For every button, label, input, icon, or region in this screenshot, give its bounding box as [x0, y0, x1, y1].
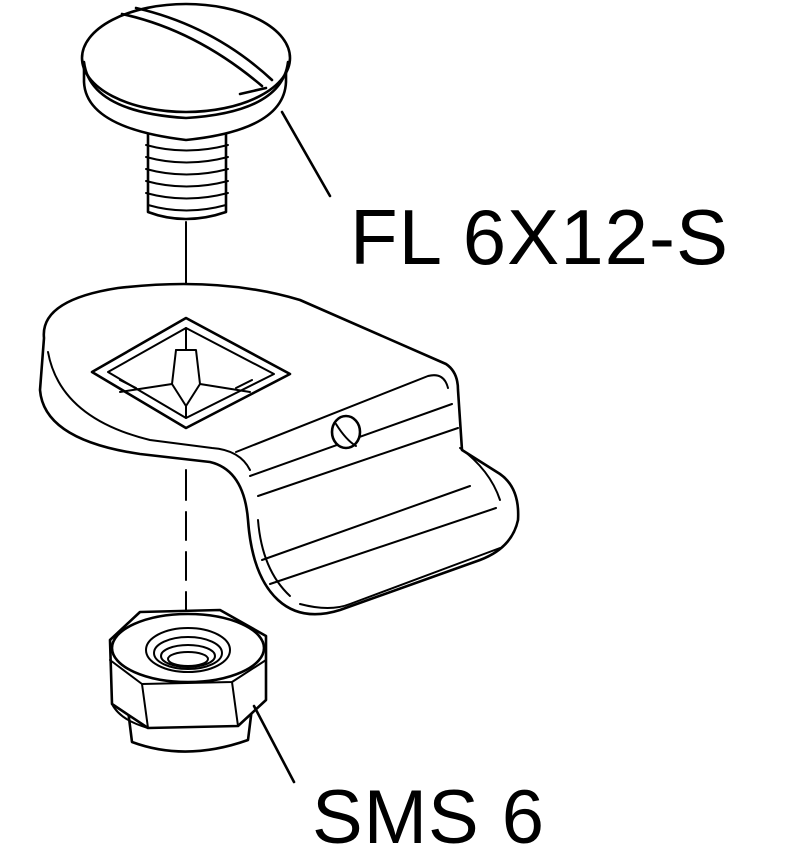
screw-part-label: FL 6X12-S [350, 193, 729, 281]
bracket-dimple [330, 414, 362, 450]
screw-leader-line [280, 110, 332, 198]
nut-bore [145, 627, 231, 673]
nut-leader-line [252, 704, 296, 784]
bracket-clip [38, 282, 520, 616]
nut-part-label: SMS 6 [312, 775, 546, 860]
screw-slot [120, 6, 274, 96]
screw-head [80, 2, 292, 114]
nut-sms-6 [108, 608, 268, 753]
bracket-body [38, 282, 520, 616]
nut-top-face [110, 612, 266, 684]
screw-fl-6x12-s [80, 2, 292, 221]
screw-thread [145, 128, 229, 221]
square-hole [90, 316, 292, 430]
